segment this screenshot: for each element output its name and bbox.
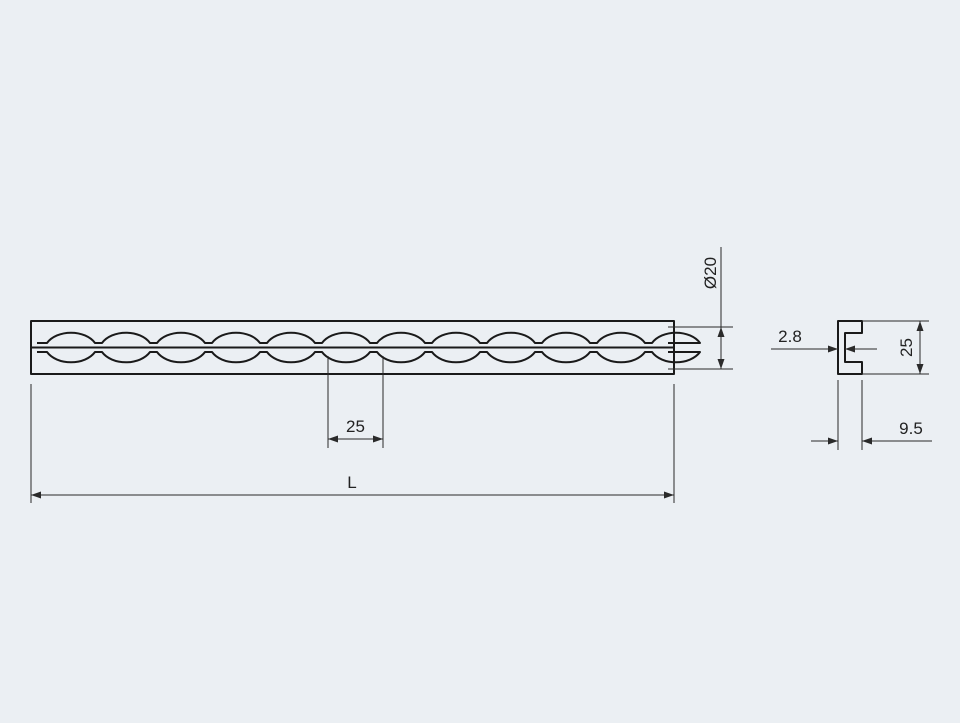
rail-front-view: [30, 320, 701, 375]
lower-slot-row: [37, 351, 701, 364]
width-dimension: 9.5: [811, 380, 932, 450]
c-profile: [837, 320, 863, 375]
pitch-label: 25: [346, 417, 365, 436]
diameter-label: Ø20: [701, 257, 720, 289]
height-label: 25: [897, 338, 916, 357]
pitch-dimension: 25: [327, 356, 384, 448]
diameter-dimension: Ø20: [668, 247, 733, 370]
height-dimension: 25: [862, 320, 929, 375]
profile-side-view: [837, 320, 863, 375]
thickness-label: 2.8: [778, 327, 802, 346]
length-label: L: [347, 473, 356, 492]
length-dimension: L: [30, 384, 675, 503]
upper-slot-row: [31, 331, 701, 349]
width-label: 9.5: [899, 419, 923, 438]
thickness-dimension: 2.8: [771, 327, 877, 353]
